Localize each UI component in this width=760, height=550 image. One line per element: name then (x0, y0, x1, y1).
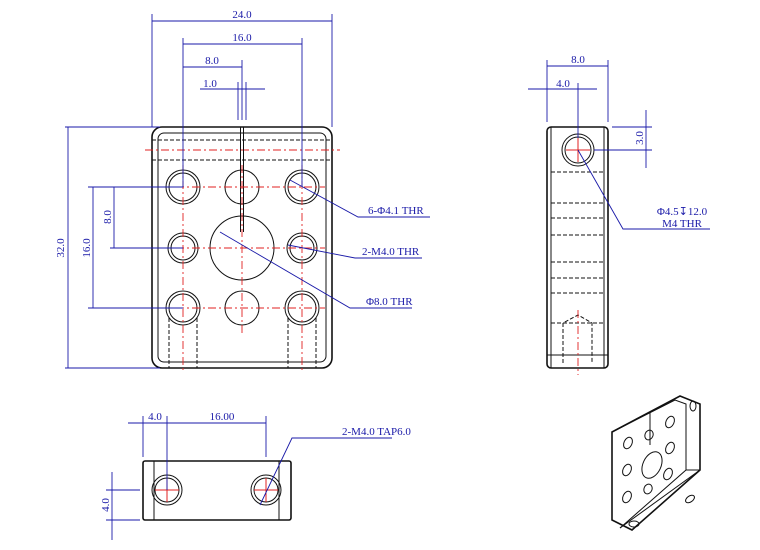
dim-8: 8.0 (205, 55, 219, 67)
dim-vert-8: 8.0 (102, 210, 114, 224)
dim-bottom-height: 4.0 (100, 498, 112, 512)
side-dimensions: 8.0 4.0 3.0 Φ4.5↧12.0 M4 THR (528, 54, 710, 230)
dim-height-32: 32.0 (55, 238, 67, 258)
dim-vert-16: 16.0 (81, 238, 93, 258)
dim-bottom-span: 16.00 (210, 411, 235, 423)
side-view (546, 126, 609, 375)
bottom-view (142, 460, 292, 521)
dim-side-half: 4.0 (556, 78, 570, 90)
callout-center-hole: Φ8.0 THR (366, 296, 413, 308)
isometric-view (611, 395, 701, 531)
callout-threads: 2-M4.0 THR (362, 246, 420, 258)
dim-side-width: 8.0 (571, 54, 585, 66)
callout-side-line1: Φ4.5↧12.0 (657, 206, 708, 218)
callout-bottom: 2-M4.0 TAP6.0 (342, 426, 411, 438)
dim-span-16: 16.0 (232, 32, 252, 44)
dim-slot-1: 1.0 (203, 78, 217, 90)
dim-width-24: 24.0 (232, 9, 252, 21)
callout-side-line2: M4 THR (662, 218, 702, 230)
callout-holes: 6-Φ4.1 THR (368, 205, 424, 217)
bottom-dimensions: 4.0 16.00 4.0 2-M4.0 TAP6.0 (100, 411, 411, 540)
dim-side-offset: 3.0 (634, 131, 646, 145)
front-dimensions: 24.0 16.0 8.0 1.0 32.0 16.0 8.0 6-Φ4.1 T… (55, 9, 430, 369)
dim-bottom-edge: 4.0 (148, 411, 162, 423)
